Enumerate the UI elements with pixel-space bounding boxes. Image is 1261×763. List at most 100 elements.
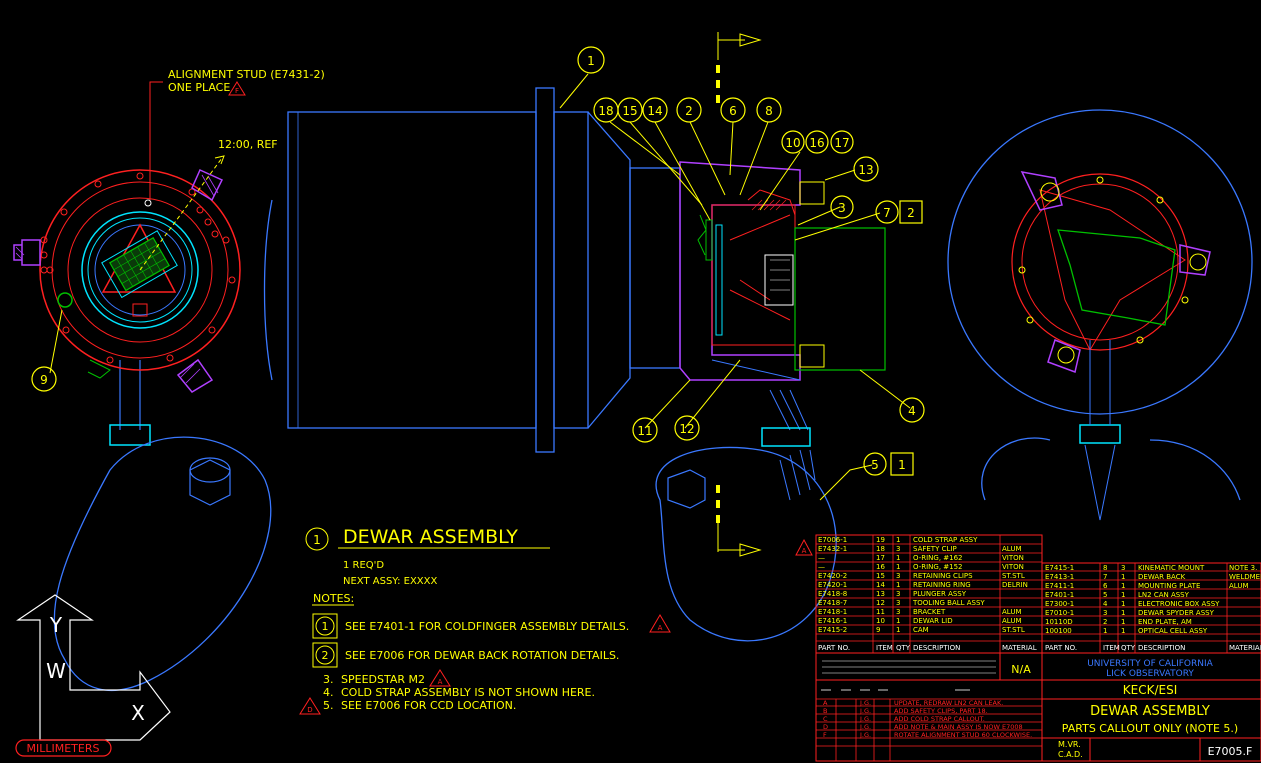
bom-right-cell: 5 (1103, 591, 1107, 599)
bom-left-cell: E7006-1 (818, 536, 847, 544)
bom-right-cell: 1 (1121, 627, 1125, 635)
notes-block: 1 DEWAR ASSEMBLY 1 REQ'D NEXT ASSY: EXXX… (299, 526, 671, 715)
bom-left-cell: 1 (896, 581, 900, 589)
bom-left-cell: 3 (896, 599, 900, 607)
callout-6: 6 (729, 104, 737, 118)
ref-label: 12:00, REF (218, 138, 278, 151)
note-3-text: SPEEDSTAR M2 (341, 673, 425, 686)
bom-right-cell: 2 (1103, 618, 1107, 626)
note-4-number: 4. (323, 686, 334, 699)
bom-left-cell: TOOLING BALL ASSY (912, 599, 985, 607)
notes-heading: NOTES: (313, 592, 354, 605)
back-view-right (947, 109, 1253, 521)
bom-left-cell: E7420-1 (818, 581, 847, 589)
bom-right-cell: 4 (1103, 600, 1108, 608)
bom-left-cell: 9 (876, 626, 880, 634)
bom-left-cell: 1 (896, 617, 900, 625)
note-3-rev: A (438, 678, 443, 686)
bom-right-cell: LN2 CAN ASSY (1138, 591, 1190, 599)
bom-left-cell: PLUNGER ASSY (913, 590, 967, 598)
bom-left-cell: E7418-1 (818, 608, 847, 616)
note-5-number: 5. (323, 699, 334, 712)
bom-left-cell: 14 (876, 581, 885, 589)
alignment-label-line1: ALIGNMENT STUD (E7431-2) (168, 68, 325, 81)
bom-left-cell: E7418-8 (818, 590, 847, 598)
bom-left-cell: 16 (876, 563, 885, 571)
bom-left-cell: BRACKET (913, 608, 946, 616)
bom-right-cell: 1 (1121, 591, 1125, 599)
revision-by: J.G. (859, 707, 871, 715)
bom-left-cell: CAM (913, 626, 929, 634)
rev-triangle-f (228, 81, 246, 96)
revision-description: ROTATE ALIGNMENT STUD 60 CLOCKWISE. (894, 731, 1032, 739)
bom-right-cell: NOTE 3. (1229, 564, 1257, 572)
axis-w-label: W (46, 659, 66, 683)
bom-left-cell: DEWAR LID (913, 617, 953, 625)
bom-left-cell: E7415-2 (818, 626, 847, 634)
bom-left-cell: 1 (896, 536, 900, 544)
bom-right-cell: OPTICAL CELL ASSY (1138, 627, 1208, 635)
bom-right-header: QTY (1121, 644, 1136, 652)
cad-label: C.A.D. (1058, 750, 1083, 759)
bom-right-header: PART NO. (1045, 644, 1077, 652)
bom-right-cell: E7415-1 (1045, 564, 1074, 572)
bom-left-cell: COLD STRAP ASSY (913, 536, 978, 544)
bom-right-header: DESCRIPTION (1138, 644, 1185, 652)
bom-left-cell: 3 (896, 545, 900, 553)
bom-left-cell: 13 (876, 590, 885, 598)
bom-left-cell: 1 (896, 626, 900, 634)
callout-13: 13 (858, 163, 873, 177)
bom-left-cell: 3 (896, 572, 900, 580)
project-name: KECK/ESI (1123, 683, 1177, 697)
note-1-text: SEE E7401-1 FOR COLDFINGER ASSEMBLY DETA… (345, 620, 629, 633)
bom-left-cell: ALUM (1002, 617, 1022, 625)
callout-3: 3 (838, 201, 846, 215)
org-line2: LICK OBSERVATORY (1106, 669, 1194, 679)
bom-left-cell: — (818, 563, 825, 571)
callout-bubbles (31, 46, 925, 476)
callout-14: 14 (647, 104, 662, 118)
bom-right-cell: 3 (1103, 609, 1107, 617)
bom-left-cell: ST.STL (1002, 572, 1025, 580)
bom-left-header: QTY (896, 644, 911, 652)
bom-left-cell: DELRIN (1002, 581, 1028, 589)
bom-right-cell: 1 (1121, 582, 1125, 590)
bom-right-cell: DEWAR BACK (1138, 573, 1186, 581)
bom-left-cell: 3 (896, 590, 900, 598)
bom-left-header: PART NO. (818, 644, 850, 652)
bom-right-cell: E7401-1 (1045, 591, 1074, 599)
drawn-label: M.VR. (1058, 740, 1081, 749)
bom-left-cell: ALUM (1002, 545, 1022, 553)
bom-left-cell: ALUM (1002, 608, 1022, 616)
revision-by: J.G. (859, 731, 871, 739)
note-5-rev: D (307, 706, 312, 714)
revision-description: UPDATE, REDRAW LN2 CAN LEAK. (894, 699, 1003, 707)
revision-letter: B (823, 707, 827, 715)
bom-right-cell: E7413-1 (1045, 573, 1074, 581)
bom-left-cell: E7432-1 (818, 545, 847, 553)
bom-left-cell: E7416-1 (818, 617, 847, 625)
callout-note-1: 1 (898, 458, 906, 472)
bom-right-cell: 8 (1103, 564, 1107, 572)
reqd-text: 1 REQ'D (343, 560, 384, 571)
note-2-text: SEE E7006 FOR DEWAR BACK ROTATION DETAIL… (345, 649, 619, 662)
revision-letter: A (823, 699, 828, 707)
bom-left-cell: RETAINING CLIPS (913, 572, 973, 580)
alignment-label-line2: ONE PLACE (168, 81, 230, 94)
bom-left-cell: O-RING, #152 (913, 563, 963, 571)
bom-right-cell: ELECTRONIC BOX ASSY (1138, 600, 1220, 608)
bom-left-cell: E7420-2 (818, 572, 847, 580)
callout-17: 17 (834, 136, 849, 150)
callout-7: 7 (883, 206, 891, 220)
bom-left-cell: E7418-7 (818, 599, 847, 607)
revision-letter: F (823, 731, 827, 739)
bom-left-cell: 1 (896, 563, 900, 571)
bom-left-cell: — (818, 554, 825, 562)
bom-right-cell: DEWAR SPYDER ASSY (1138, 609, 1215, 617)
bom-left-cell: SAFETY CLIP (913, 545, 957, 553)
callout-note-2: 2 (907, 206, 915, 220)
bom-left-cell: VITON (1002, 563, 1024, 571)
bom-right-cell: E7300-1 (1045, 600, 1074, 608)
